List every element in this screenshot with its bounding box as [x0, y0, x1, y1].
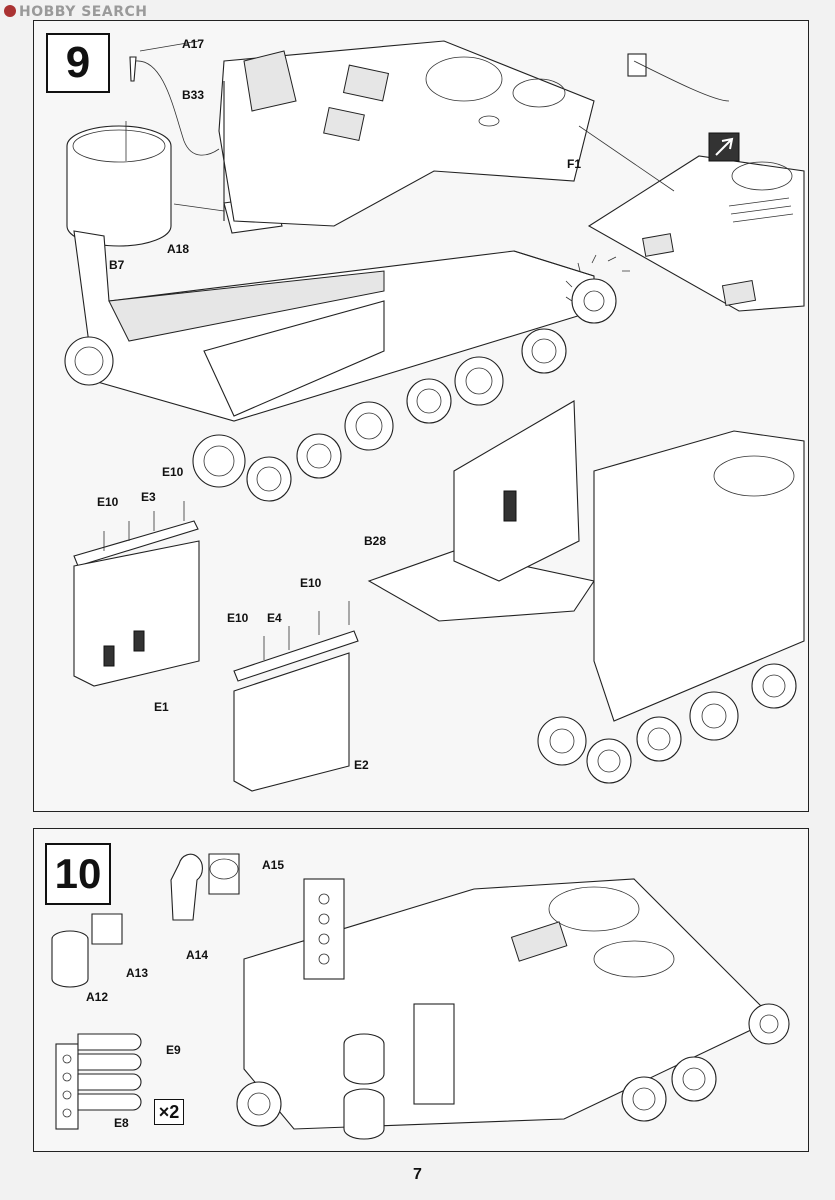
part-f1	[578, 53, 805, 312]
label-b7: B7	[109, 258, 125, 272]
road-wheels-upper	[64, 254, 630, 502]
label-b28: B28	[364, 534, 386, 548]
quantity-multiplier: ×2	[154, 1099, 184, 1125]
label-f1: F1	[567, 157, 581, 171]
label-e10-lower: E10	[227, 611, 249, 625]
label-b33: B33	[182, 88, 204, 102]
lower-hull	[73, 230, 595, 422]
step-9-number: 9	[46, 33, 110, 93]
turret-ring-b7	[66, 121, 172, 247]
step-10-illustration: A15 A14 A13 A12 E9 E8	[51, 853, 790, 1140]
upper-hull	[218, 40, 595, 227]
label-a13: A13	[126, 966, 148, 980]
hull-step-10	[236, 878, 790, 1140]
label-e9: E9	[166, 1043, 181, 1057]
watermark-text: HOBBY SEARCH	[19, 4, 148, 20]
label-e1: E1	[154, 700, 169, 714]
label-e10-upper-left: E10	[162, 465, 184, 479]
part-e8-e9	[55, 1033, 142, 1130]
assembly-e1-e3	[73, 501, 200, 687]
label-a12: A12	[86, 990, 108, 1004]
label-e4: E4	[267, 611, 282, 625]
hobby-search-logo-icon	[4, 5, 16, 17]
step-10-number: 10	[45, 843, 111, 905]
label-e10-right: E10	[300, 576, 322, 590]
part-a12-a13	[51, 913, 123, 988]
label-a14: A14	[186, 948, 208, 962]
label-a18: A18	[167, 242, 189, 256]
step-10-panel: 10	[33, 828, 809, 1152]
step-9-panel: 9	[33, 20, 809, 812]
label-e2: E2	[354, 758, 369, 772]
assembled-hull-b28	[367, 400, 805, 784]
page-number: 7	[413, 1166, 422, 1183]
label-a17: A17	[182, 37, 204, 51]
label-a15: A15	[262, 858, 284, 872]
part-a14-a15	[170, 853, 240, 921]
label-e3: E3	[141, 490, 156, 504]
assembly-e2-e4	[233, 601, 359, 792]
label-e8: E8	[114, 1116, 129, 1130]
step-9-illustration: A17 B33 B7 A18 F1 E10 E10 E3 E1 E10 E10 …	[64, 37, 805, 792]
watermark: HOBBY SEARCH	[4, 4, 147, 20]
label-e10-left: E10	[97, 495, 119, 509]
part-a17	[129, 40, 220, 156]
